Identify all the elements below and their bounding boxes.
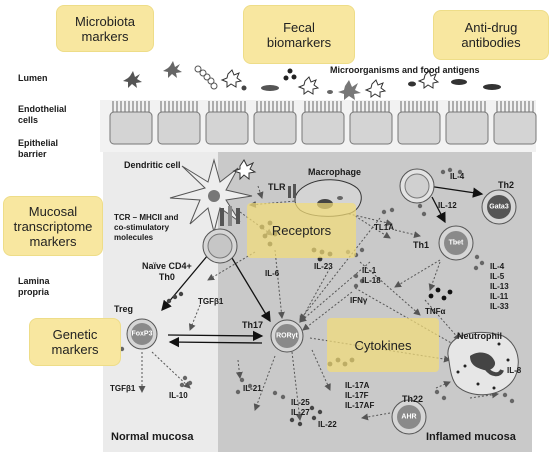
macrophage-label: Macrophage: [308, 167, 362, 177]
anti-drug-antibodies-box: Anti-drug antibodies: [433, 10, 549, 60]
tgfb1-label-lower: TGFβ1: [110, 384, 136, 393]
th1-label: Th1: [413, 240, 430, 250]
inflamed-mucosa-panel: [218, 152, 532, 452]
th22-label: Th22: [402, 394, 424, 404]
receptors-box: Receptors: [247, 203, 356, 258]
il8-label: IL-8: [507, 366, 522, 375]
mucosal-transcriptome-markers-box: Mucosal transcriptome markers: [3, 196, 103, 256]
endothelial-cells-label: Endothelial cells: [18, 104, 67, 125]
gata3-label: Gata3: [489, 203, 509, 211]
naive-th0-label: Naïve CD4+ Th0: [142, 261, 192, 282]
il23-label: IL-23: [314, 262, 333, 271]
genetic-markers-box: Genetic markers: [29, 318, 121, 366]
tnfa-label: TNFα: [425, 307, 446, 316]
il22-label: IL-22: [318, 420, 337, 429]
th2-cytokine-list: IL-4 IL-5 IL-13 IL-11 IL-33: [490, 262, 509, 311]
ahr-label: AHR: [401, 413, 417, 421]
il25-il27-label: IL-25 IL-27: [291, 398, 310, 417]
il6-label: IL-6: [265, 269, 280, 278]
dendritic-cell-shape: [169, 158, 257, 233]
il21-label: IL-21: [243, 384, 262, 393]
rorgt-label: RORγt: [276, 332, 298, 340]
lumen-label: Lumen: [18, 73, 48, 83]
epithelial-barrier-label: Epithelial barrier: [18, 138, 59, 159]
cytokines-box: Cytokines: [327, 318, 439, 372]
th2-label: Th2: [498, 180, 515, 190]
microorganisms-label: Microorganisms and food antigens: [330, 65, 480, 75]
cells: [126, 168, 517, 435]
microorganisms-icons: [123, 61, 501, 100]
il10-label: IL-10: [169, 391, 188, 400]
th17-label: Th17: [242, 320, 264, 330]
epithelium: [100, 100, 537, 152]
dendritic-cell-label: Dendritic cell: [124, 160, 181, 170]
ifng-label: IFNγ: [350, 296, 368, 305]
tl1a-label: TL1A: [374, 223, 394, 232]
il17-label: IL-17A IL-17F IL-17AF: [345, 381, 375, 410]
il12-label: IL-12: [438, 201, 457, 210]
microbiota-markers-box: Microbiota markers: [56, 5, 154, 52]
neutrophil-label: Neutrophil: [457, 331, 502, 341]
foxp3-label: FoxP3: [131, 330, 153, 338]
neutrophil-shape: [447, 331, 519, 396]
tlr-label: TLR: [268, 182, 286, 192]
lamina-propria-label: Lamina propria: [18, 276, 50, 297]
treg-label: Treg: [114, 304, 134, 314]
fecal-biomarkers-box: Fecal biomarkers: [243, 5, 355, 64]
tbet-label: Tbet: [448, 239, 464, 247]
inflamed-mucosa-label: Inflamed mucosa: [426, 431, 516, 443]
tcr-mhcii-label: TCR – MHCII and co-stimulatory molecules: [114, 213, 179, 242]
il1-il18-label: IL-1 IL-18: [362, 266, 381, 285]
normal-mucosa-label: Normal mucosa: [111, 431, 194, 443]
il4-top-label: IL-4: [450, 172, 465, 181]
tgfb1-label-upper: TGFβ1: [198, 297, 224, 306]
